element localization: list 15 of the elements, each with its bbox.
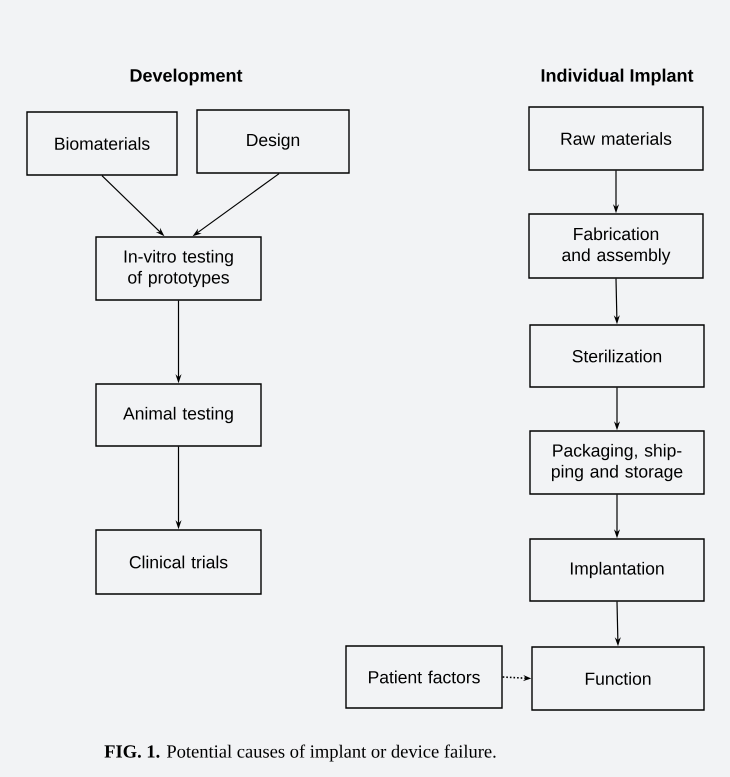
process-box: Function bbox=[531, 646, 705, 711]
process-box: Implantation bbox=[529, 538, 705, 602]
process-box: In-vitro testing of prototypes bbox=[95, 236, 262, 301]
column-heading: Individual Implant bbox=[542, 68, 694, 86]
process-box: Raw materials bbox=[528, 106, 704, 171]
process-box: Clinical trials bbox=[95, 529, 262, 595]
process-box: Sterilization bbox=[529, 324, 705, 388]
process-box: Animal testing bbox=[95, 383, 262, 447]
process-box: Biomaterials bbox=[26, 111, 178, 176]
process-box: Patient factors bbox=[345, 645, 503, 709]
figure-caption: FIG. 1. Potential causes of implant or device failure. bbox=[104, 744, 496, 762]
process-box: Design bbox=[196, 109, 350, 174]
process-box: Fabrication and assembly bbox=[528, 213, 704, 279]
column-heading: Development bbox=[130, 68, 242, 86]
process-box: Packaging, ship- ping and storage bbox=[529, 430, 705, 495]
